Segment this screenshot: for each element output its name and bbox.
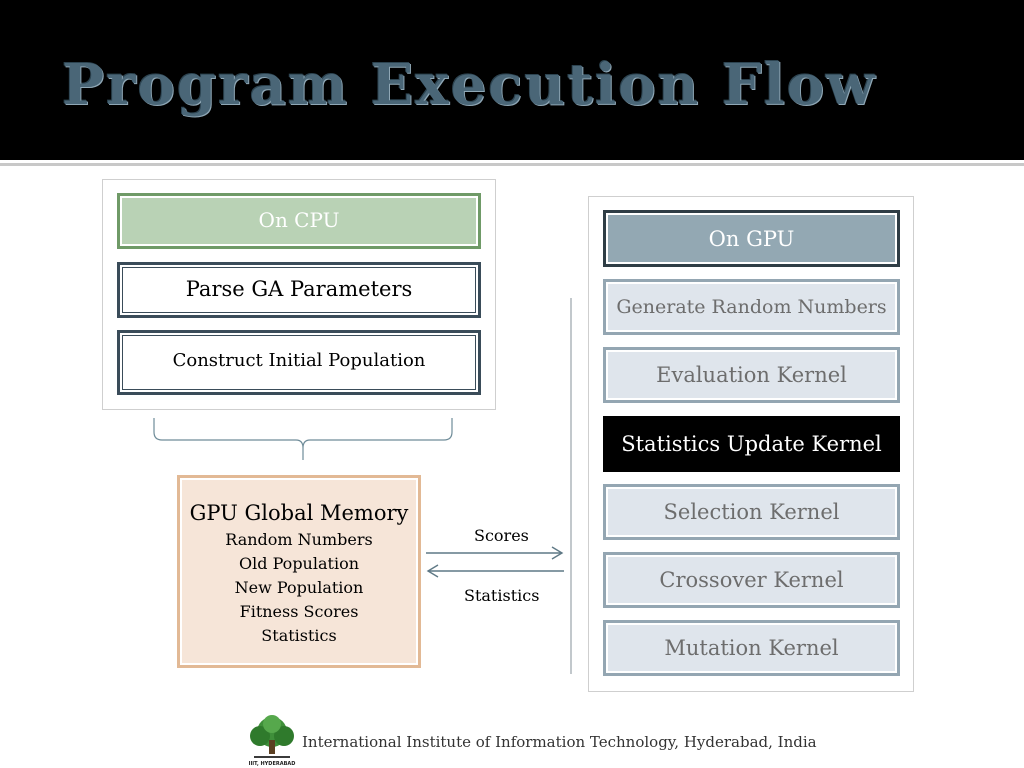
cpu-brace-connector	[153, 418, 453, 460]
logo-caption: IIIT, HYDERABAD	[249, 761, 296, 767]
gpu-header: On GPU	[603, 210, 900, 267]
cpu-step-construct-population: Construct Initial Population	[117, 330, 481, 395]
gpu-kernel-evaluation: Evaluation Kernel	[603, 347, 900, 403]
title-bar	[0, 0, 1024, 160]
memory-title: GPU Global Memory	[189, 501, 409, 525]
gpu-kernel-selection: Selection Kernel	[603, 484, 900, 540]
cpu-header: On CPU	[117, 193, 481, 249]
memory-item-fitness-scores: Fitness Scores	[239, 602, 359, 621]
slide-title: Program Execution Flow	[62, 52, 877, 118]
statistics-arrow-head	[426, 564, 439, 578]
gpu-kernel-crossover: Crossover Kernel	[603, 552, 900, 608]
memory-item-new-population: New Population	[234, 578, 364, 597]
memory-item-statistics: Statistics	[261, 626, 337, 645]
gpu-kernel-generate-random-numbers: Generate Random Numbers	[603, 279, 900, 335]
title-divider	[0, 160, 1024, 163]
gpu-global-memory-box: GPU Global Memory Random Numbers Old Pop…	[177, 475, 421, 668]
scores-label: Scores	[474, 526, 529, 545]
statistics-label: Statistics	[464, 586, 540, 605]
gpu-kernel-mutation: Mutation Kernel	[603, 620, 900, 676]
gpu-kernel-statistics-update: Statistics Update Kernel	[603, 416, 900, 472]
institute-name: International Institute of Information T…	[302, 733, 817, 751]
scores-arrow-head	[551, 546, 564, 560]
cpu-step-parse-parameters: Parse GA Parameters	[117, 262, 481, 318]
title-divider-shadow	[0, 163, 1024, 166]
institute-logo: IIIT, HYDERABAD	[249, 715, 296, 767]
memory-item-random-numbers: Random Numbers	[225, 530, 373, 549]
memory-item-old-population: Old Population	[239, 554, 359, 573]
